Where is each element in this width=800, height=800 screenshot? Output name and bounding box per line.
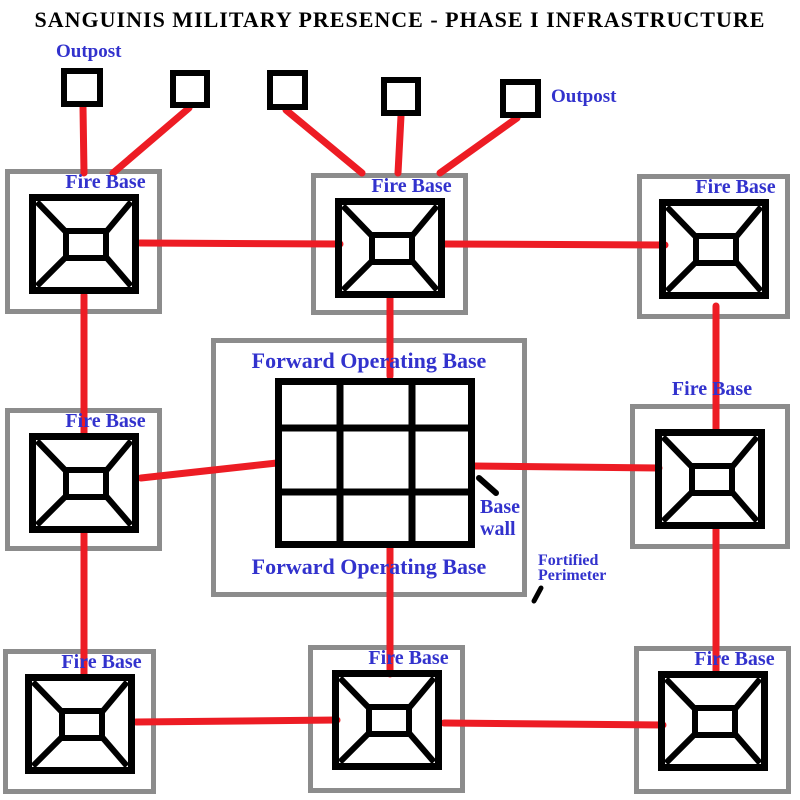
base-wall-line2: wall (480, 518, 516, 540)
connector-line (394, 112, 405, 177)
fob-label-bottom: Forward Operating Base (251, 554, 487, 579)
outpost-label: Outpost (56, 41, 122, 62)
base-wall-line1: Base (480, 496, 520, 518)
outpost-node (170, 70, 210, 108)
fire-base-node: Fire Base (5, 169, 162, 314)
connector-line (132, 716, 341, 726)
outpost-node (267, 70, 308, 110)
connector-line (137, 459, 281, 482)
fire-base-label: Fire Base (65, 171, 146, 193)
fortified-perimeter-annotation: Fortified Perimeter (538, 552, 607, 584)
fire-base-label: Fire Base (61, 651, 142, 673)
fire-base-node: Fire Base (308, 645, 465, 793)
fire-base-node: Fire Base (630, 378, 790, 549)
fire-base-icon (331, 670, 442, 770)
connector-line (436, 114, 521, 177)
annotation-pointer-line (476, 475, 499, 496)
fortified-perimeter-line1: Fortified (538, 552, 599, 569)
connector-line (109, 104, 193, 177)
outpost-label: Outpost (551, 86, 617, 107)
fire-base-icon (334, 198, 445, 298)
fire-base-icon (658, 199, 769, 299)
fire-base-label: Fire Base (695, 176, 776, 198)
fire-base-label: Fire Base (368, 647, 449, 669)
outpost-node (381, 77, 421, 116)
fire-base-label: Fire Base (65, 410, 146, 432)
fob-label-top: Forward Operating Base (251, 348, 487, 373)
fire-base-icon (28, 433, 139, 533)
fortified-perimeter-line2: Perimeter (538, 567, 607, 584)
annotation-pointer-line (531, 585, 544, 604)
fire-base-label: Fire Base (371, 175, 452, 197)
fire-base-node: Fire Base (3, 649, 156, 794)
outpost-node (61, 68, 103, 107)
fire-base-icon (657, 671, 768, 771)
fire-base-label: Fire Base (694, 648, 775, 670)
forward-operating-base-node: Forward Operating Base Forward Operating… (211, 338, 527, 597)
fire-base-node: Fire Base (637, 174, 790, 319)
fire-base-label: Fire Base (671, 378, 753, 400)
connector-line (136, 239, 344, 248)
connector-line (440, 719, 667, 729)
fob-grid-icon (275, 378, 475, 548)
fire-base-node: Fire Base (5, 408, 162, 551)
connector-line (441, 240, 669, 249)
connector-line (470, 462, 663, 472)
fire-base-node: Fire Base (634, 646, 791, 794)
fire-base-icon (655, 429, 765, 529)
connector-line (79, 103, 88, 177)
base-wall-annotation: Base wall (480, 496, 520, 540)
diagram-title: SANGUINIS MILITARY PRESENCE - PHASE I IN… (34, 7, 766, 32)
outpost-node (500, 79, 541, 118)
connector-line (282, 106, 366, 177)
fire-base-icon (24, 674, 135, 774)
fire-base-node: Fire Base (311, 173, 468, 315)
fire-base-icon (28, 194, 139, 294)
